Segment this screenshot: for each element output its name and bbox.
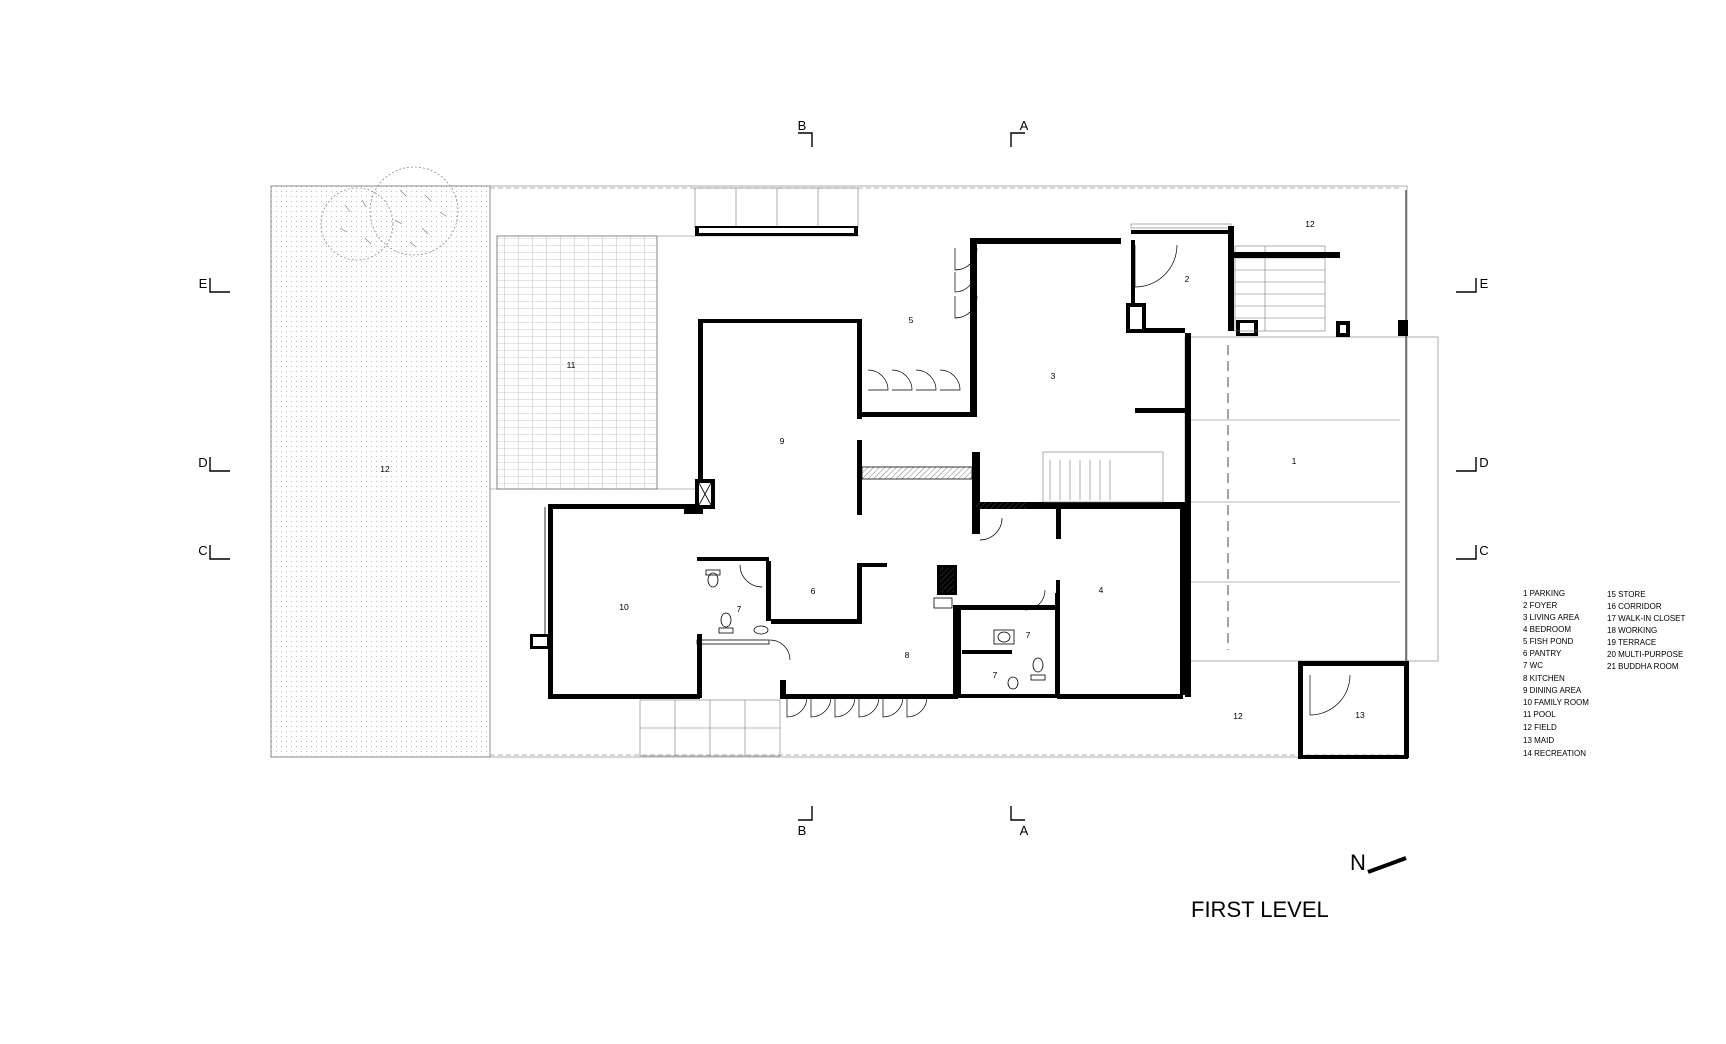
legend-item: 16 CORRIDOR xyxy=(1607,602,1662,611)
legend-item: 15 STORE xyxy=(1607,590,1646,599)
room-label-field-top-right: 12 xyxy=(1305,219,1315,229)
toilet-icon xyxy=(705,569,1046,690)
svg-text:C: C xyxy=(198,543,207,558)
legend-item: 9 DINING AREA xyxy=(1523,686,1582,695)
section-marker-left-c: C xyxy=(198,543,230,560)
legend: 1 PARKING 2 FOYER 3 LIVING AREA 4 BEDROO… xyxy=(1523,589,1686,758)
section-marker-right-c: C xyxy=(1456,543,1489,560)
legend-item: 13 MAID xyxy=(1523,736,1554,745)
svg-text:D: D xyxy=(1479,455,1488,470)
legend-col1: 1 PARKING 2 FOYER 3 LIVING AREA 4 BEDROO… xyxy=(1523,589,1589,758)
room-label-pool: 11 xyxy=(567,360,576,370)
left-field-area xyxy=(270,185,491,758)
legend-item: 2 FOYER xyxy=(1523,601,1557,610)
section-markers: B A B A E D C E xyxy=(198,118,1488,838)
section-marker-top-b: B xyxy=(798,118,813,147)
legend-item: 21 BUDDHA ROOM xyxy=(1607,662,1679,671)
room-label-wc-mid-lower: 7 xyxy=(993,670,998,680)
section-marker-left-d: D xyxy=(198,455,230,472)
section-marker-left-e: E xyxy=(199,276,230,293)
legend-item: 6 PANTRY xyxy=(1523,649,1562,658)
room-label-parking: 1 xyxy=(1292,456,1297,466)
svg-text:D: D xyxy=(198,455,207,470)
legend-item: 4 BEDROOM xyxy=(1523,625,1571,634)
legend-item: 8 KITCHEN xyxy=(1523,674,1565,683)
section-marker-top-a: A xyxy=(1010,118,1029,147)
section-marker-bottom-b: B xyxy=(798,806,813,838)
room-labels: 12 11 5 3 2 12 1 9 10 7 6 8 7 7 4 12 13 xyxy=(380,219,1365,721)
svg-text:E: E xyxy=(1480,276,1489,291)
room-label-kitchen: 8 xyxy=(905,650,910,660)
svg-text:E: E xyxy=(199,276,208,291)
section-marker-right-e: E xyxy=(1456,276,1489,293)
section-marker-right-d: D xyxy=(1456,455,1489,472)
legend-item: 20 MULTI-PURPOSE xyxy=(1607,650,1683,659)
room-label-living-area: 3 xyxy=(1051,371,1056,381)
tree-icon xyxy=(320,166,459,261)
legend-item: 7 WC xyxy=(1523,661,1543,670)
room-label-fish-pond: 5 xyxy=(909,315,914,325)
pool-area xyxy=(496,235,658,490)
room-label-family-room: 10 xyxy=(619,602,629,612)
room-label-maid: 13 xyxy=(1355,710,1365,720)
section-marker-bottom-a: A xyxy=(1010,806,1029,838)
room-label-dining-area: 9 xyxy=(780,436,785,446)
room-label-field-bottom-right: 12 xyxy=(1233,711,1243,721)
legend-item: 19 TERRACE xyxy=(1607,638,1656,647)
legend-item: 5 FISH POND xyxy=(1523,637,1573,646)
stairs xyxy=(639,245,1340,757)
room-label-wc-mid-upper: 7 xyxy=(1026,630,1031,640)
parking-area xyxy=(1184,190,1439,667)
svg-text:B: B xyxy=(798,118,807,133)
legend-item: 1 PARKING xyxy=(1523,589,1565,598)
legend-col2: 15 STORE 16 CORRIDOR 17 WALK-IN CLOSET 1… xyxy=(1607,590,1686,671)
svg-text:A: A xyxy=(1020,118,1029,133)
walls xyxy=(530,223,1409,759)
legend-item: 12 FIELD xyxy=(1523,723,1557,732)
svg-text:N: N xyxy=(1350,850,1366,875)
legend-item: 14 RECREATION xyxy=(1523,749,1586,758)
plan-title: FIRST LEVEL xyxy=(1191,897,1329,922)
room-label-pantry: 6 xyxy=(811,586,816,596)
svg-text:C: C xyxy=(1479,543,1488,558)
top-terrace xyxy=(694,187,859,236)
svg-text:B: B xyxy=(798,823,807,838)
door-swings xyxy=(739,244,1351,718)
legend-item: 18 WORKING xyxy=(1607,626,1657,635)
room-label-foyer: 2 xyxy=(1185,274,1190,284)
svg-text:A: A xyxy=(1020,823,1029,838)
legend-item: 10 FAMILY ROOM xyxy=(1523,698,1589,707)
north-arrow-icon: N xyxy=(1350,850,1407,875)
room-label-bedroom: 4 xyxy=(1099,585,1104,595)
legend-item: 3 LIVING AREA xyxy=(1523,613,1580,622)
legend-item: 11 POOL xyxy=(1523,710,1556,719)
room-label-field-left: 12 xyxy=(380,464,390,474)
legend-item: 17 WALK-IN CLOSET xyxy=(1607,614,1686,623)
room-label-wc-left: 7 xyxy=(737,604,742,614)
